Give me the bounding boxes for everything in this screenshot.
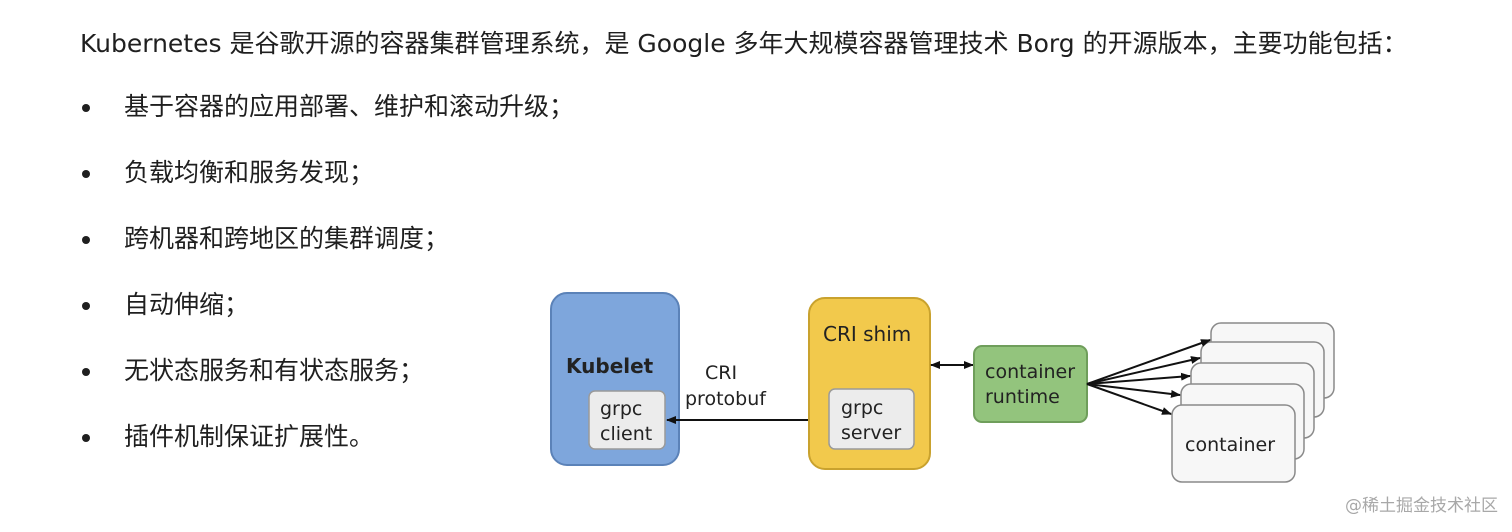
feature-text: 无状态服务和有状态服务； bbox=[124, 356, 425, 385]
container-stack-card bbox=[1210, 322, 1335, 399]
container-label: container bbox=[1185, 434, 1275, 456]
runtime-container-arrow bbox=[1086, 339, 1211, 385]
feature-text: 基于容器的应用部署、维护和滚动升级； bbox=[124, 92, 575, 121]
protocol-label-line1: CRI bbox=[705, 362, 737, 384]
feature-text: 自动伸缩； bbox=[124, 290, 250, 319]
bullet-dot-icon bbox=[82, 104, 90, 112]
feature-item: 插件机制保证扩展性。 bbox=[80, 415, 574, 481]
feature-text: 负载均衡和服务发现； bbox=[124, 158, 375, 187]
grpc-client-label-line2: client bbox=[600, 423, 652, 445]
feature-item: 基于容器的应用部署、维护和滚动升级； bbox=[80, 85, 574, 151]
container-stack-card bbox=[1200, 341, 1325, 418]
kubelet-title: Kubelet bbox=[566, 354, 654, 378]
feature-item: 自动伸缩； bbox=[80, 283, 574, 349]
grpc-client-box bbox=[588, 390, 666, 450]
grpc-server-box bbox=[828, 388, 915, 450]
runtime-container-arrow bbox=[1086, 356, 1201, 385]
container-runtime-label-line2: runtime bbox=[985, 386, 1060, 408]
feature-item: 无状态服务和有状态服务； bbox=[80, 349, 574, 415]
container-runtime-box bbox=[973, 345, 1088, 423]
bullet-dot-icon bbox=[82, 368, 90, 376]
bullet-dot-icon bbox=[82, 434, 90, 442]
grpc-server-label-line2: server bbox=[841, 422, 901, 444]
watermark: @稀土掘金技术社区 bbox=[1345, 496, 1498, 516]
feature-list: 基于容器的应用部署、维护和滚动升级； 负载均衡和服务发现； 跨机器和跨地区的集群… bbox=[80, 85, 574, 481]
cri-shim-box bbox=[808, 297, 931, 470]
runtime-container-arrow bbox=[1086, 383, 1181, 398]
bullet-dot-icon bbox=[82, 302, 90, 310]
feature-item: 负载均衡和服务发现； bbox=[80, 151, 574, 217]
feature-item: 跨机器和跨地区的集群调度； bbox=[80, 217, 574, 283]
feature-text: 跨机器和跨地区的集群调度； bbox=[124, 224, 450, 253]
runtime-container-arrow bbox=[1086, 372, 1191, 385]
intro-paragraph: Kubernetes 是谷歌开源的容器集群管理系统，是 Google 多年大规模… bbox=[80, 29, 1408, 58]
container-stack-card bbox=[1180, 383, 1305, 460]
container-stack-card bbox=[1190, 362, 1315, 439]
container-runtime-label-line1: container bbox=[985, 361, 1075, 383]
bullet-dot-icon bbox=[82, 170, 90, 178]
feature-text: 插件机制保证扩展性。 bbox=[124, 422, 375, 451]
container-stack-card-front bbox=[1171, 404, 1296, 483]
grpc-client-label-line1: grpc bbox=[600, 398, 642, 420]
bullet-dot-icon bbox=[82, 236, 90, 244]
cri-shim-title: CRI shim bbox=[823, 322, 911, 346]
grpc-server-label-line1: grpc bbox=[841, 397, 883, 419]
protocol-label-line2: protobuf bbox=[685, 388, 767, 410]
runtime-container-arrow bbox=[1086, 383, 1172, 415]
